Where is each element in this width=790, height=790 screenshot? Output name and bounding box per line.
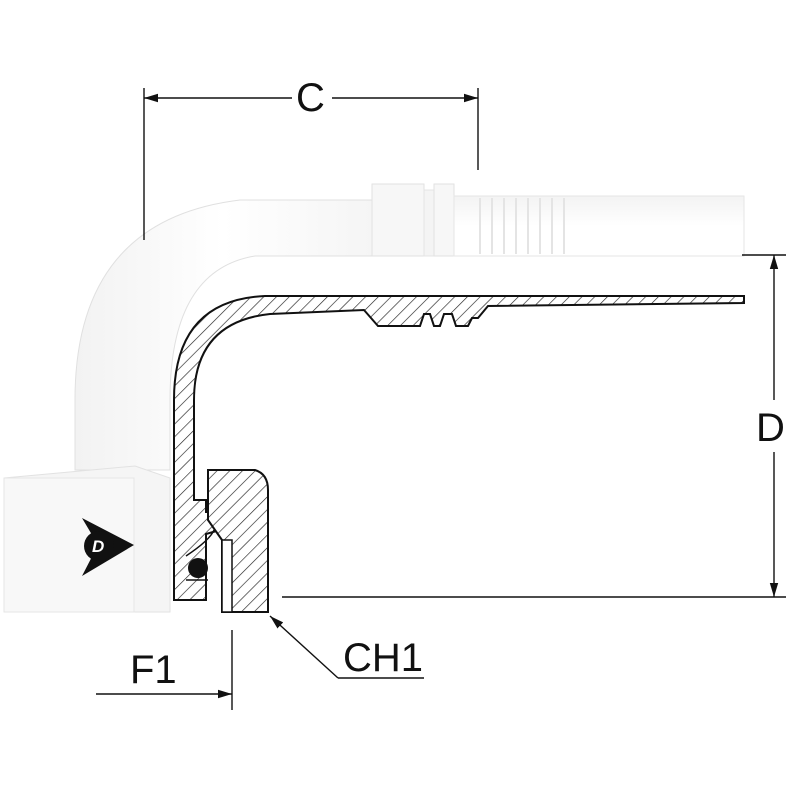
dimension-lines — [96, 88, 786, 710]
hose-tail-serrations — [479, 198, 565, 254]
o-ring-icon — [188, 558, 208, 578]
logo-letter: D — [92, 537, 104, 556]
dunlop-logo-icon: D — [82, 518, 134, 576]
elbow-body — [74, 183, 745, 471]
dimension-label-d: D — [756, 406, 785, 450]
dimension-label-f1: F1 — [130, 648, 177, 692]
section-cut — [173, 295, 745, 613]
dimension-label-c: C — [296, 76, 325, 120]
dimension-label-ch1: CH1 — [343, 636, 424, 680]
